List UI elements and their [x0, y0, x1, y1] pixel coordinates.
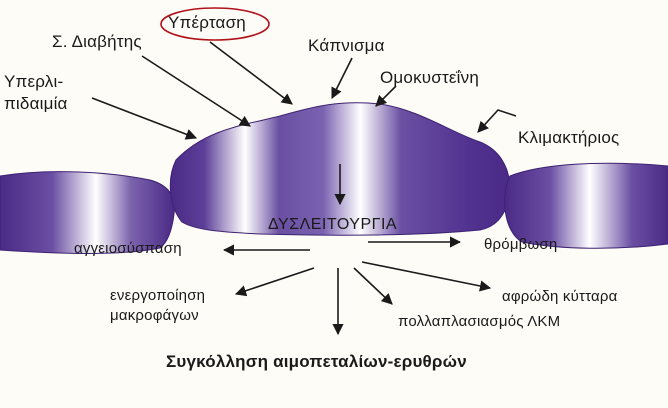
arrow-foam-cells: [361, 261, 492, 292]
arrow-hyperlipidemia: [91, 97, 198, 140]
label-diabetes: Σ. Διαβήτης: [52, 32, 142, 51]
label-thrombosis: θρόμβωση: [484, 236, 558, 253]
label-macrophage-line1: ενεργοποίηση: [110, 287, 206, 304]
label-smc-proliferation: πολλαπλασιασμός ΛΚΜ: [398, 313, 561, 330]
arrow-hypertension: [209, 41, 293, 105]
label-macrophage-activation: ενεργοποίηση μακροφάγων: [110, 286, 230, 327]
label-smoking: Κάπνισμα: [308, 36, 385, 55]
label-hypertension: Υπέρταση: [168, 13, 246, 32]
label-aggregation: Συγκόλληση αιμοπεταλίων-ερυθρών: [166, 352, 467, 371]
arrow-smc: [353, 267, 393, 305]
endothelial-cell-left: [0, 171, 175, 254]
label-dysfunction: ΔΥΣΛΕΙΤΟΥΡΓΙΑ: [268, 216, 398, 233]
arrow-homocysteine: [375, 85, 397, 107]
label-macrophage-line2: μακροφάγων: [110, 307, 199, 325]
arrow-macrophage: [234, 267, 315, 297]
label-hyperlipidemia: Υπερλι- πιδαιμία: [4, 72, 68, 113]
hypertension-highlight-ring: [160, 7, 270, 41]
arrow-smoking: [331, 57, 353, 100]
arrow-diabetes: [141, 55, 251, 127]
endothelial-cell-right: [504, 162, 668, 249]
label-homocysteine: Ομοκυστεΐνη: [380, 68, 479, 87]
label-foam-cells: αφρώδη κύτταρα: [502, 288, 618, 305]
label-vasoconstriction: αγγειοσύσπαση: [74, 240, 182, 257]
arrow-menopause: [477, 109, 517, 133]
label-menopause: Κλιμακτήριος: [518, 128, 620, 147]
label-hyperlipidemia-line1: Υπερλι-: [4, 72, 64, 91]
label-hyperlipidemia-line2: πιδαιμία: [4, 93, 68, 113]
